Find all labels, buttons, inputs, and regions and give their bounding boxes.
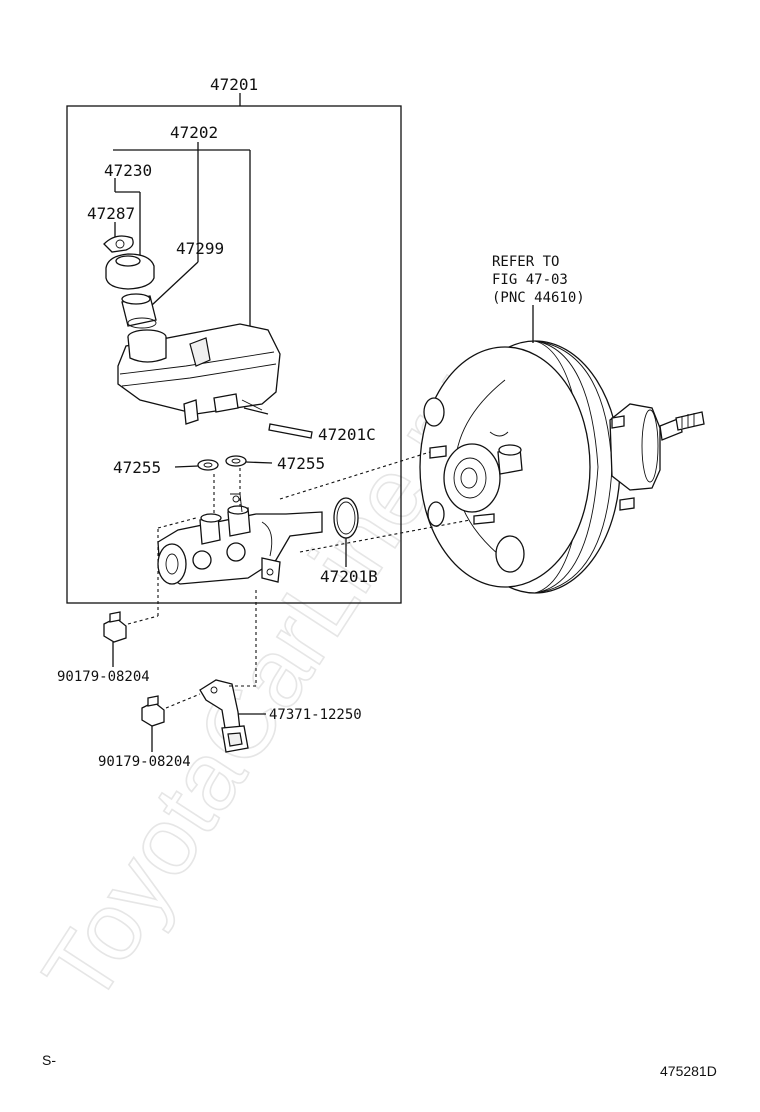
reservoir-cap xyxy=(105,253,155,290)
guide-line-bolt-upper xyxy=(127,615,159,625)
brake-booster xyxy=(419,340,705,594)
leader-47230 xyxy=(114,178,141,256)
label-47299: 47299 xyxy=(176,239,224,258)
flange-bolt-lower xyxy=(141,695,165,727)
label-refer-line3: (PNC 44610) xyxy=(492,290,585,306)
reservoir-strainer xyxy=(121,293,157,329)
guide-line-bolt-upper-h xyxy=(157,517,197,529)
o-ring xyxy=(333,497,359,539)
assembly-frame xyxy=(66,105,402,604)
label-47201: 47201 xyxy=(210,75,258,94)
leader-47255-a xyxy=(174,465,199,468)
label-47287: 47287 xyxy=(87,204,135,223)
guide-line-booster-lower xyxy=(299,519,471,553)
label-refer-line1: REFER TO xyxy=(492,254,559,270)
label-47255-right: 47255 xyxy=(277,454,325,473)
footer-left-code: S- xyxy=(42,1052,56,1068)
grommet-left xyxy=(197,459,219,471)
label-47201B: 47201B xyxy=(320,567,378,586)
label-47371: 47371-12250 xyxy=(269,707,362,723)
leader-47255-b xyxy=(245,461,273,464)
label-90179-lower: 90179-08204 xyxy=(98,754,191,770)
retaining-clip xyxy=(103,235,134,253)
label-47201C: 47201C xyxy=(318,425,376,444)
reservoir-pin xyxy=(268,423,313,439)
drawing-id: 475281D xyxy=(660,1063,717,1079)
guide-line-booster-upper xyxy=(279,451,431,500)
grommet-right xyxy=(225,455,247,467)
label-90179-upper: 90179-08204 xyxy=(57,669,150,685)
flange-bolt-upper xyxy=(103,611,127,643)
label-47202: 47202 xyxy=(170,123,218,142)
master-cylinder xyxy=(157,493,323,585)
label-refer-line2: FIG 47-03 xyxy=(492,272,568,288)
guide-line-bolt-lower xyxy=(165,693,201,709)
brake-fluid-reservoir xyxy=(117,323,281,425)
label-47255-left: 47255 xyxy=(113,458,161,477)
leader-47202 xyxy=(113,142,251,330)
fluid-level-sensor xyxy=(199,679,249,753)
label-47230: 47230 xyxy=(104,161,152,180)
